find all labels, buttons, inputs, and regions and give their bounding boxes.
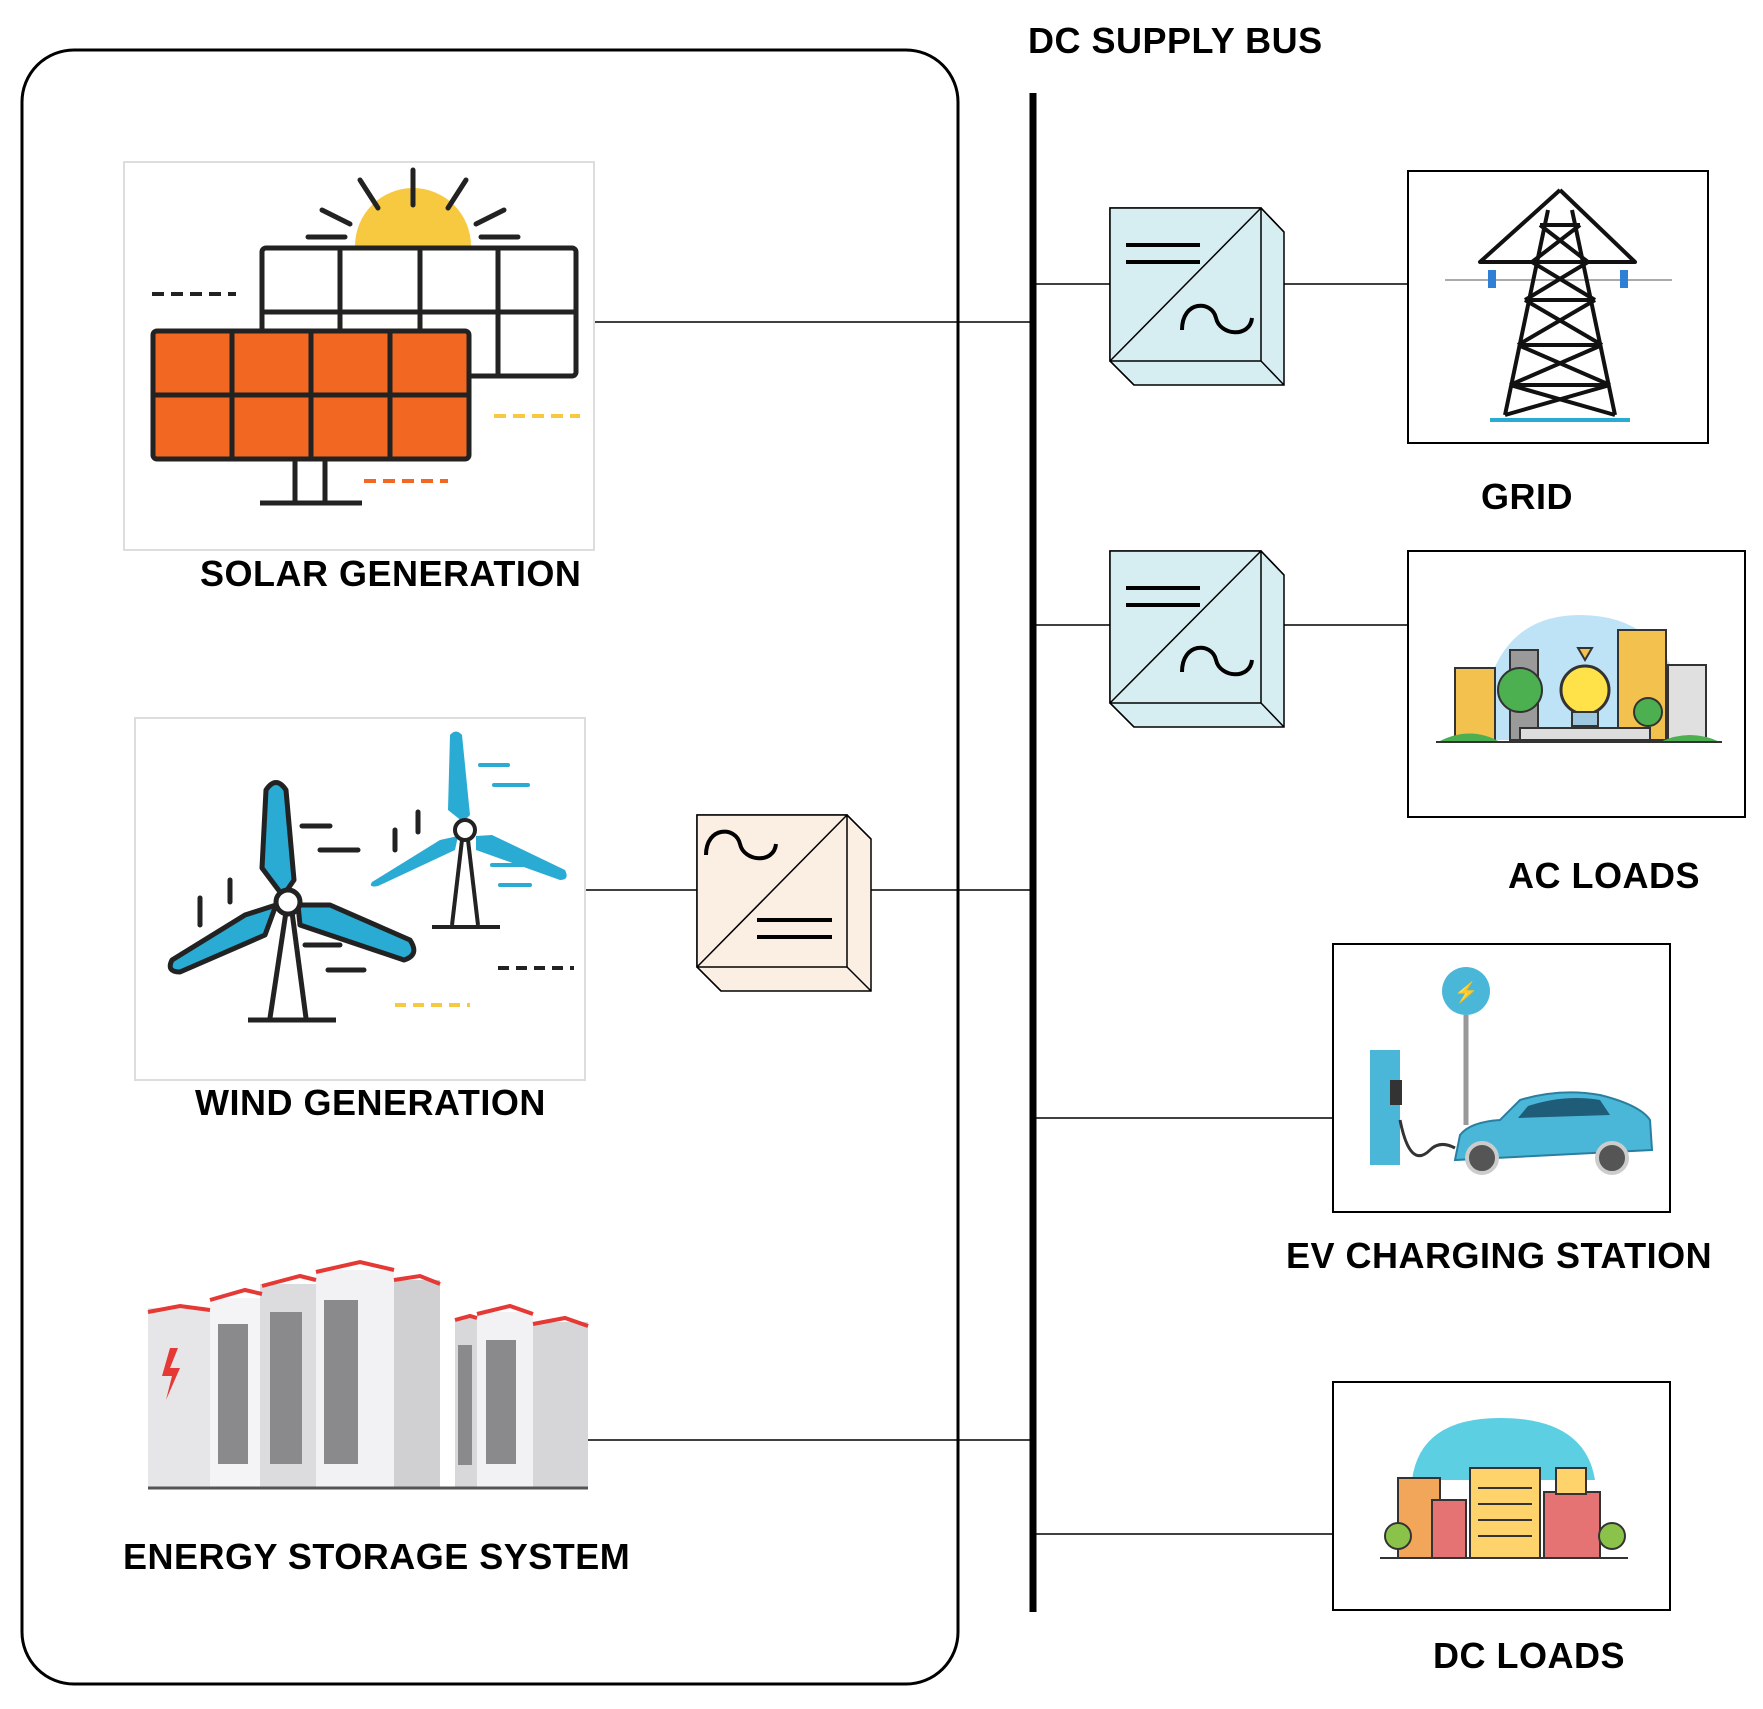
energy-storage-label: ENERGY STORAGE SYSTEM: [123, 1536, 631, 1577]
battery-storage-icon: [147, 1259, 589, 1490]
ac-loads-city-icon: [1407, 550, 1746, 818]
solar-panel-icon: [123, 161, 595, 551]
solar-generation-label: SOLAR GENERATION: [200, 553, 582, 594]
wind-turbine-icon: [134, 717, 586, 1081]
dc-loads-city-icon: [1332, 1381, 1671, 1611]
dc-ac-converter-grid: [1109, 207, 1285, 386]
ac-dc-converter-wind: [696, 814, 872, 992]
ac-loads-label: AC LOADS: [1508, 855, 1700, 896]
dc-ac-converter-acloads: [1109, 550, 1285, 728]
dc-loads-label: DC LOADS: [1433, 1635, 1625, 1676]
dc-supply-bus-label: DC SUPPLY BUS: [1028, 20, 1323, 61]
svg-text:⚡: ⚡: [1454, 980, 1479, 1004]
sources-enclosure: [20, 48, 960, 1686]
connection-lines: [584, 283, 1408, 1535]
ev-charging-icon: ⚡: [1332, 943, 1671, 1213]
ev-charging-label: EV CHARGING STATION: [1286, 1235, 1713, 1276]
grid-label: GRID: [1481, 476, 1573, 517]
wind-generation-label: WIND GENERATION: [195, 1082, 546, 1123]
grid-tower-icon: [1407, 170, 1709, 444]
